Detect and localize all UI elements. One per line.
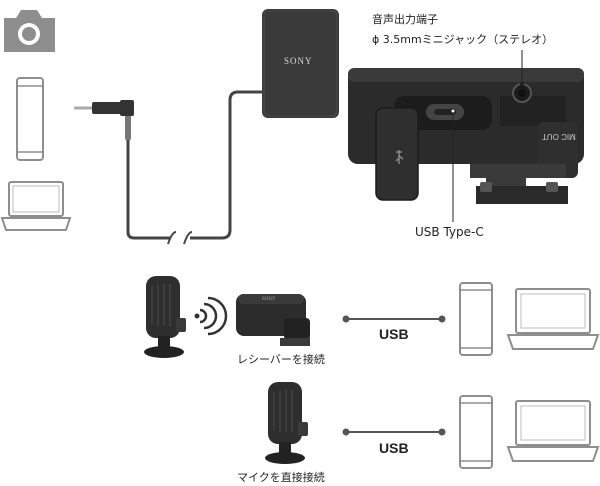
- laptop-icon-row2: [506, 400, 600, 462]
- usb-link-label-row1: USB: [379, 326, 409, 342]
- row2-caption: マイクを直接接続: [237, 471, 325, 484]
- mic-out-label: MIC OUT: [542, 132, 576, 141]
- wireless-signal-icon: [194, 296, 228, 336]
- microphone-row1: [144, 276, 186, 358]
- row1-caption: レシーバーを接続: [237, 353, 325, 366]
- usb-port-label: USB Type-C: [415, 225, 484, 239]
- microphone-row2: [265, 382, 308, 464]
- receiver-small-brand: SONY: [262, 297, 276, 302]
- audio-cable: [74, 90, 262, 245]
- smartphone-icon-row2: [459, 395, 493, 469]
- power-adapter: [262, 9, 339, 118]
- adapter-brand: SONY: [284, 56, 313, 66]
- usb-link-row2: [342, 428, 446, 436]
- receiver-large: [348, 68, 584, 204]
- laptop-icon: [0, 181, 72, 231]
- receiver-small-row1: [236, 294, 310, 346]
- laptop-icon-row1: [506, 288, 600, 350]
- usb-link-row1: [342, 315, 446, 323]
- camera-icon: [4, 10, 55, 52]
- audio-jack-spec: ϕ 3.5mmミニジャック（ステレオ）: [372, 33, 554, 46]
- smartphone-icon-row1: [459, 282, 493, 356]
- smartphone-icon: [16, 77, 44, 161]
- usb-link-label-row2: USB: [379, 440, 409, 456]
- audio-jack-label: 音声出力端子: [372, 13, 438, 26]
